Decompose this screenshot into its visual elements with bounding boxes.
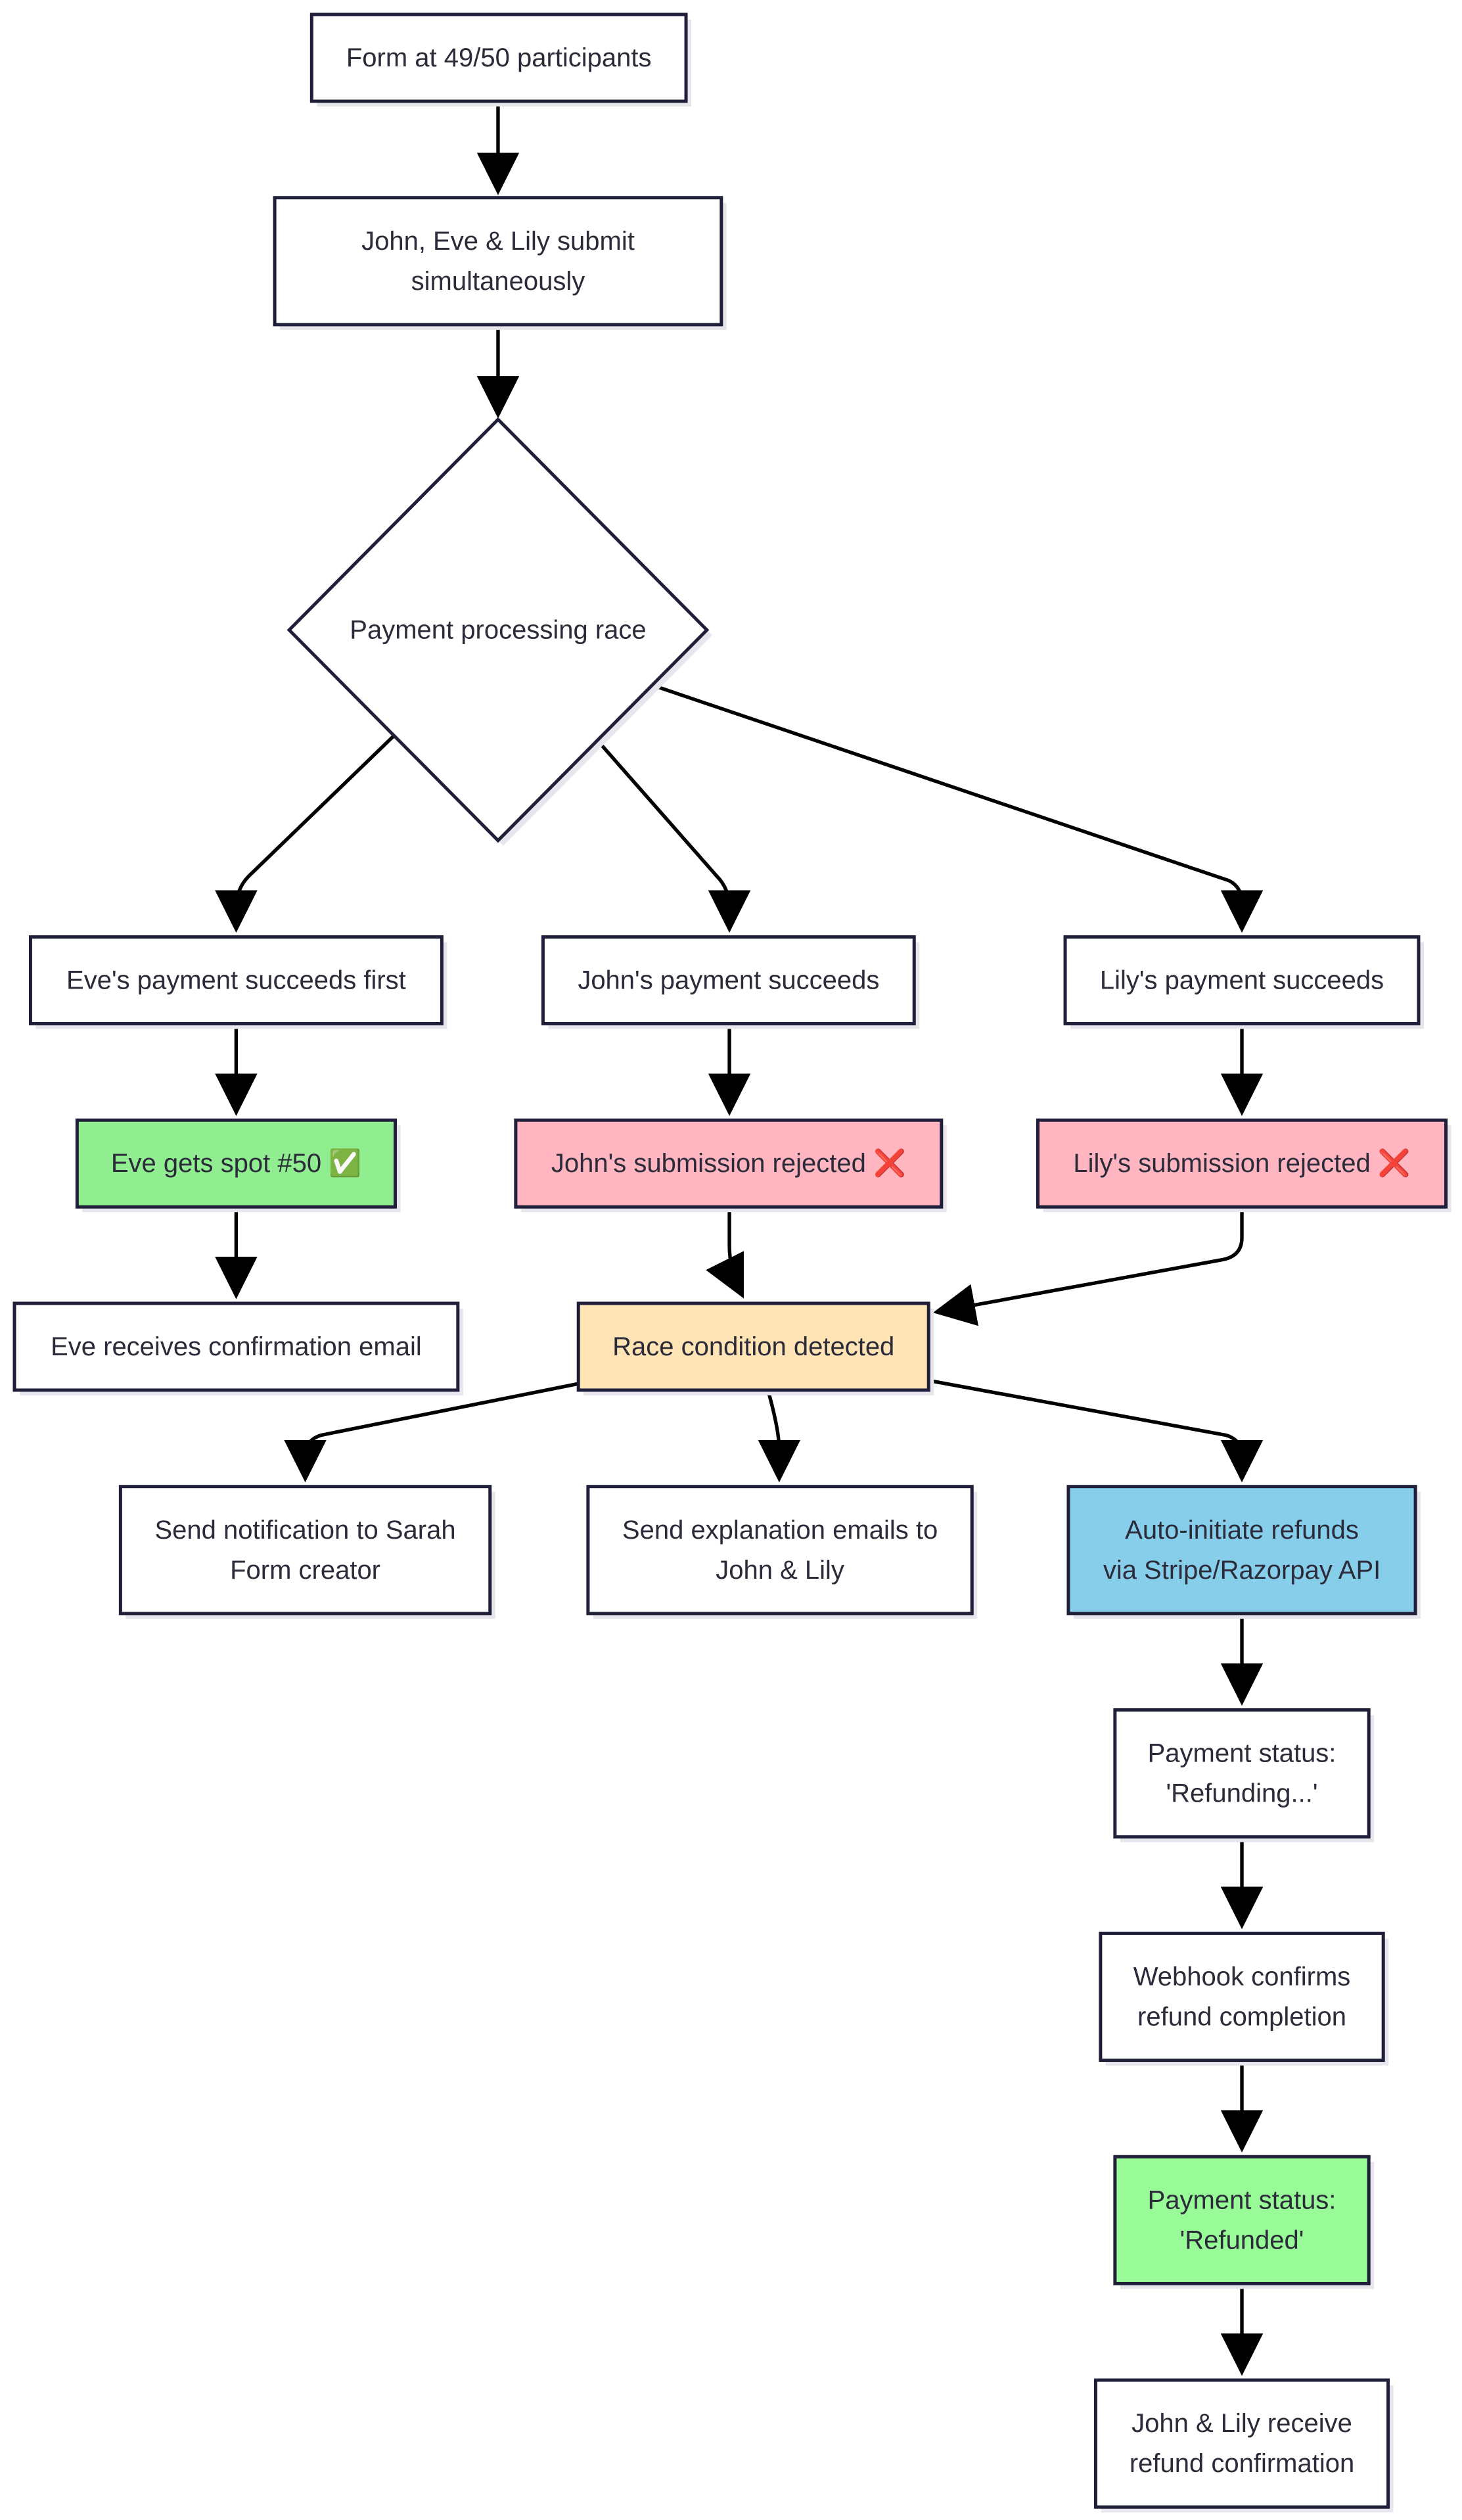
node-label: John's submission rejected ❌ <box>551 1148 906 1178</box>
process-box <box>1113 1708 1371 1839</box>
node-label: Send notification to Sarah <box>155 1516 456 1545</box>
node-refund_confirmation: John & Lily receive refund confirmation <box>1094 2378 1394 2513</box>
node-label: Form creator <box>230 1556 380 1585</box>
edge-race_detected-to-auto_refunds <box>928 1378 1264 1483</box>
node-auto_refunds: Auto-initiate refunds via Stripe/Razorpay… <box>1066 1485 1421 1619</box>
node-label: Payment status: <box>1148 2185 1336 2214</box>
edges-layer <box>215 101 1264 2376</box>
node-status_refunded: Payment status: 'Refunded' <box>1113 2155 1375 2289</box>
node-label: via Stripe/Razorpay API <box>1103 1556 1381 1585</box>
process-box <box>1066 1485 1417 1616</box>
node-label: refund confirmation <box>1130 2449 1354 2478</box>
process-box <box>1113 2155 1371 2285</box>
node-webhook_confirm: Webhook confirms refund completion <box>1099 1931 1389 2066</box>
node-label: Lily's payment succeeds <box>1100 966 1384 994</box>
decision-diamond <box>286 417 710 843</box>
node-lily_rejected: Lily's submission rejected ❌ <box>1036 1118 1451 1213</box>
node-label: refund completion <box>1137 2002 1346 2031</box>
node-label: Lily's submission rejected ❌ <box>1073 1148 1410 1178</box>
node-label: Race condition detected <box>612 1332 894 1361</box>
node-label: Form at 49/50 participants <box>346 43 652 72</box>
process-box <box>541 935 916 1026</box>
process-box <box>1099 1931 1385 2063</box>
process-box <box>12 1301 460 1392</box>
process-box <box>1094 2378 1390 2509</box>
node-label: John, Eve & Lily submit <box>361 227 635 256</box>
edge-race_detected-to-notify_sarah <box>284 1382 579 1483</box>
node-label: John & Lily receive <box>1131 2409 1352 2438</box>
node-label: Eve gets spot #50 ✅ <box>111 1148 361 1178</box>
process-box <box>309 12 688 103</box>
process-box <box>1036 1118 1448 1209</box>
edge-payment_race-to-john_payment <box>597 741 751 933</box>
node-label: Webhook confirms <box>1133 1962 1351 1991</box>
node-lily_payment: Lily's payment succeeds <box>1063 935 1424 1029</box>
process-box <box>75 1118 397 1209</box>
node-label: Payment status: <box>1148 1739 1336 1768</box>
node-label: John & Lily <box>716 1556 844 1585</box>
process-box <box>586 1485 974 1616</box>
node-label: simultaneously <box>411 267 585 296</box>
process-box <box>576 1301 930 1392</box>
node-john_rejected: John's submission rejected ❌ <box>514 1118 947 1213</box>
edge-race_detected-to-explain_emails <box>758 1389 801 1483</box>
node-label: Auto-initiate refunds <box>1125 1516 1359 1545</box>
node-label: 'Refunded' <box>1180 2226 1304 2254</box>
edge-payment_race-to-eve_payment <box>215 734 395 933</box>
edge-payment_race-to-lily_payment <box>654 684 1264 933</box>
edge-lily_rejected-to-race_detected <box>932 1207 1244 1326</box>
process-box <box>118 1485 492 1616</box>
node-eve_payment: Eve's payment succeeds first <box>28 935 447 1029</box>
node-label: Payment processing race <box>350 615 646 644</box>
node-eve_spot: Eve gets spot #50 ✅ <box>75 1118 401 1213</box>
process-box <box>273 196 723 327</box>
node-eve_email: Eve receives confirmation email <box>12 1301 463 1395</box>
process-box <box>1063 935 1421 1026</box>
node-label: Eve receives confirmation email <box>51 1332 422 1361</box>
node-label: Send explanation emails to <box>622 1516 938 1545</box>
node-explain_emails: Send explanation emails to John & Lily <box>586 1485 978 1619</box>
node-race_detected: Race condition detected <box>576 1301 934 1395</box>
node-john_payment: John's payment succeeds <box>541 935 920 1029</box>
node-simultaneous_submit: John, Eve & Lily submit simultaneously <box>273 196 727 330</box>
node-payment_race: Payment processing race <box>286 417 712 846</box>
node-label: Eve's payment succeeds first <box>66 966 406 994</box>
node-status_refunding: Payment status: 'Refunding...' <box>1113 1708 1375 1842</box>
process-box <box>28 935 444 1026</box>
node-label: 'Refunding...' <box>1166 1779 1318 1808</box>
edge-john_rejected-to-race_detected <box>706 1207 744 1299</box>
node-form_at_capacity: Form at 49/50 participants <box>309 12 692 107</box>
node-label: John's payment succeeds <box>578 966 879 994</box>
process-box <box>514 1118 944 1209</box>
